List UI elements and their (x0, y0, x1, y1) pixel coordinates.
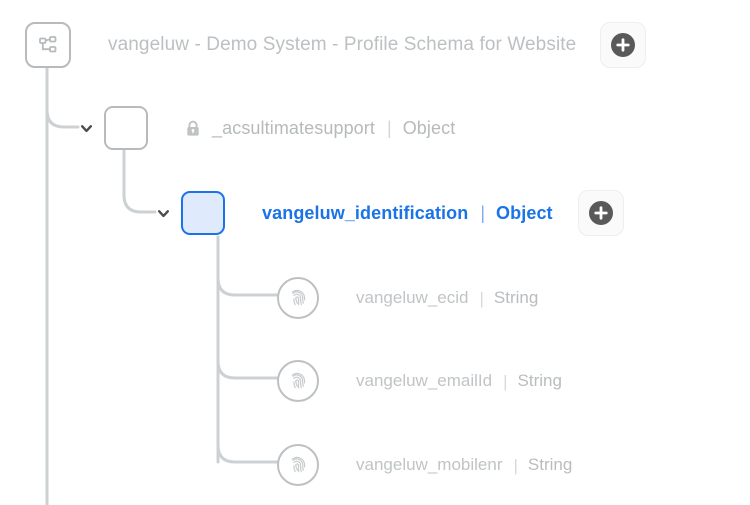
leaf-label-vangeluw-emailid: vangeluw_emailId (356, 371, 493, 390)
leaf-label-vangeluw-ecid: vangeluw_ecid (356, 288, 469, 307)
node-box-vangeluw-identification[interactable] (181, 191, 225, 235)
tree-node-row-acsultimatesupport[interactable]: _acsultimatesupport | Object (78, 104, 455, 152)
leaf-separator: | (503, 371, 508, 391)
leaf-separator: | (513, 455, 518, 475)
plus-circle-icon (609, 31, 637, 59)
leaf-type-vangeluw-ecid: String (493, 288, 539, 307)
node-separator: | (480, 203, 486, 223)
tree-leaf-row-vangeluw-ecid[interactable]: vangeluw_ecid | String (277, 274, 538, 322)
node-type-acsultimatesupport: Object (402, 117, 456, 138)
node-type-vangeluw-identification: Object (496, 202, 553, 223)
node-label-vangeluw-identification: vangeluw_identification (262, 202, 469, 223)
lock-icon (185, 120, 201, 137)
node-add-button[interactable] (577, 190, 624, 236)
node-separator: | (387, 118, 392, 138)
leaf-type-vangeluw-mobilenr: String (527, 455, 573, 474)
root-add-button[interactable] (600, 22, 647, 68)
fingerprint-icon (288, 371, 309, 392)
leaf-node-circle[interactable] (277, 277, 319, 319)
fingerprint-icon (288, 455, 309, 476)
tree-node-row-vangeluw-identification[interactable]: vangeluw_identification | Object (155, 189, 624, 237)
root-title: vangeluw - Demo System - Profile Schema … (108, 34, 577, 55)
chevron-down-icon[interactable] (78, 120, 94, 136)
fingerprint-icon (288, 288, 309, 309)
chevron-down-icon[interactable] (155, 205, 171, 221)
leaf-label-vangeluw-mobilenr: vangeluw_mobilenr (356, 455, 503, 474)
root-node-box[interactable] (25, 22, 71, 68)
node-label-acsultimatesupport: _acsultimatesupport (212, 117, 375, 138)
plus-circle-icon (587, 199, 615, 227)
tree-root-row[interactable]: vangeluw - Demo System - Profile Schema … (25, 21, 647, 69)
leaf-node-circle[interactable] (277, 360, 319, 402)
leaf-type-vangeluw-emailid: String (517, 371, 562, 390)
tree-leaf-row-vangeluw-mobilenr[interactable]: vangeluw_mobilenr | String (277, 441, 572, 489)
sitemap-icon (37, 34, 59, 56)
leaf-node-circle[interactable] (277, 444, 319, 486)
node-box-acsultimatesupport[interactable] (104, 106, 148, 150)
leaf-separator: | (479, 288, 484, 308)
tree-leaf-row-vangeluw-emailid[interactable]: vangeluw_emailId | String (277, 357, 562, 405)
